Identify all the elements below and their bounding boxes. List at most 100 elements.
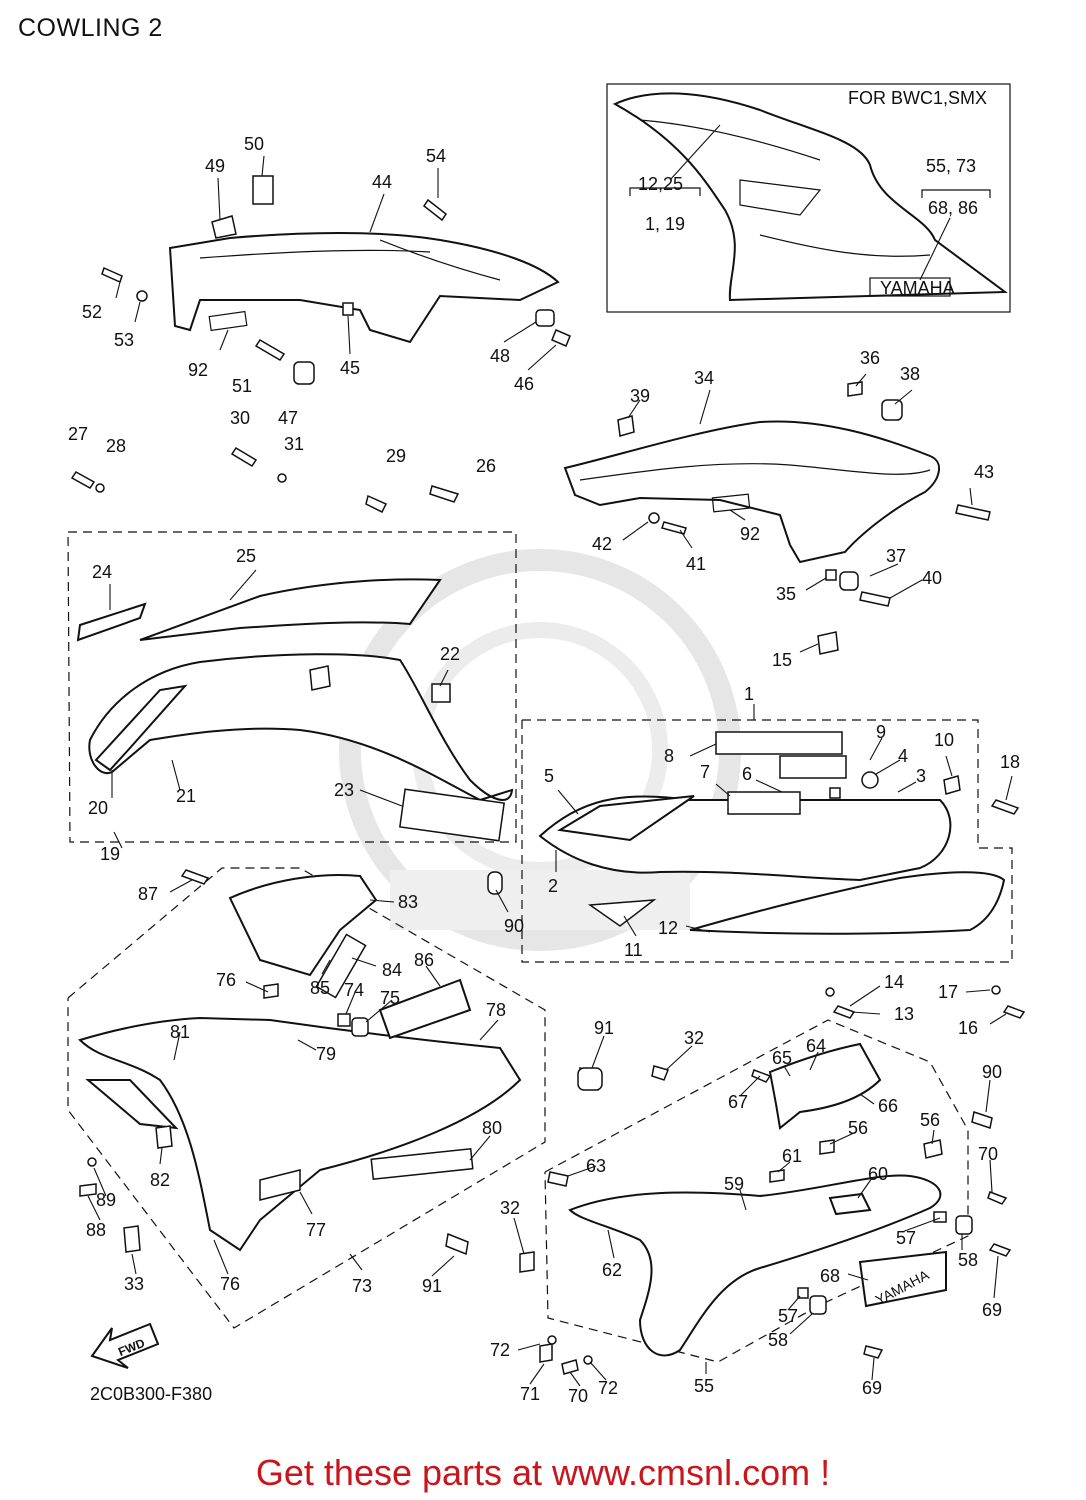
part-label: 34 [694, 368, 714, 388]
part-label: 59 [724, 1174, 744, 1194]
part-44-side-cover [168, 175, 560, 344]
part-label: 88 [86, 1220, 106, 1240]
inset-ref-a-bottom: 1, 19 [645, 214, 685, 234]
part-label: 26 [476, 456, 496, 476]
part-label: 5 [544, 766, 554, 786]
inset-caption: FOR BWC1,SMX [848, 88, 987, 108]
part-label: 69 [982, 1300, 1002, 1320]
part-label: 60 [868, 1164, 888, 1184]
part-label: 47 [278, 408, 298, 428]
part-label: 8 [664, 746, 674, 766]
part-label: 2 [548, 876, 558, 896]
part-label: 91 [422, 1276, 442, 1296]
part-19-front-cowl [76, 578, 514, 842]
part-label: 44 [372, 172, 392, 192]
part-label: 6 [742, 764, 752, 784]
part-label: 71 [520, 1384, 540, 1404]
part-label: 40 [922, 568, 942, 588]
part-label: 14 [884, 972, 904, 992]
part-label: 70 [568, 1386, 588, 1406]
part-label: 75 [380, 988, 400, 1008]
hardware-group-19 [70, 446, 460, 514]
part-label: 48 [490, 346, 510, 366]
part-label: 19 [100, 844, 120, 864]
part-label: 28 [106, 436, 126, 456]
part-label: 16 [958, 1018, 978, 1038]
assembly-box-1 [521, 719, 1013, 963]
part-label: 38 [900, 364, 920, 384]
part-label: 11 [624, 940, 643, 960]
part-label: 43 [974, 462, 994, 482]
part-label: 49 [205, 156, 225, 176]
part-label: 91 [594, 1018, 614, 1038]
part-label: 39 [630, 386, 650, 406]
part-label: 1 [744, 684, 754, 704]
part-label: 80 [482, 1118, 502, 1138]
part-label: 62 [602, 1260, 622, 1280]
inset-brand: YAMAHA [880, 278, 955, 298]
part-label: 46 [514, 374, 534, 394]
part-label: 58 [958, 1250, 978, 1270]
inset-panel: FOR BWC1,SMX 12,25 1, 19 55, 73 68, 86 Y… [606, 83, 1011, 313]
part-label: 15 [772, 650, 792, 670]
part-label: 67 [728, 1092, 748, 1112]
part-label: 42 [592, 534, 612, 554]
part-label: 69 [862, 1378, 882, 1398]
part-label: 25 [236, 546, 256, 566]
part-label: 17 [938, 982, 958, 1002]
part-label: 4 [898, 746, 908, 766]
part-label: 57 [896, 1228, 916, 1248]
part-label: 20 [88, 798, 108, 818]
part-label: 35 [776, 584, 796, 604]
fwd-arrow-icon: FWD [90, 1322, 160, 1369]
part-label: 23 [334, 780, 354, 800]
page-title: COWLING 2 [18, 14, 163, 42]
part-label: 70 [978, 1144, 998, 1164]
part-label: 90 [982, 1062, 1002, 1082]
part-label: 33 [124, 1274, 144, 1294]
diagram-code: 2C0B300-F380 [90, 1384, 212, 1404]
part-label: 89 [96, 1190, 116, 1210]
part-label: 29 [386, 446, 406, 466]
part-34-rear-cowl [563, 381, 991, 607]
part-label: 54 [426, 146, 446, 166]
part-label: 83 [398, 892, 418, 912]
part-label: 86 [414, 950, 434, 970]
part-label: 31 [284, 434, 304, 454]
part-label: 92 [188, 360, 208, 380]
inset-ref-a-top: 12,25 [638, 174, 683, 194]
part-label: 76 [220, 1274, 240, 1294]
part-label: 72 [598, 1378, 618, 1398]
assembly-box-73 [67, 867, 546, 1329]
part-label: 18 [1000, 752, 1020, 772]
part-label: 45 [340, 358, 360, 378]
footer-link-text[interactable]: Get these parts at www.cmsnl.com ! [255, 1452, 831, 1493]
part-label: 3 [916, 766, 926, 786]
inset-ref-b-top: 55, 73 [926, 156, 976, 176]
part-label: 55 [694, 1376, 714, 1396]
part-label: 7 [700, 762, 710, 782]
part-label: 84 [382, 960, 402, 980]
part-label: 77 [306, 1220, 326, 1240]
part-label: 32 [684, 1028, 704, 1048]
part-label: 30 [230, 408, 250, 428]
part-label: 12 [658, 918, 678, 938]
part-label: 61 [782, 1146, 802, 1166]
leader-lines [87, 155, 1013, 1387]
part-label: 41 [686, 554, 706, 574]
part-labels: 50 49 44 54 52 53 92 51 47 45 48 46 36 3… [68, 134, 1020, 1406]
part-label: 76 [216, 970, 236, 990]
part-label: 92 [740, 524, 760, 544]
hardware-group-top [101, 198, 571, 385]
part-1-side-panel [538, 631, 1026, 1019]
part-73-lower-cowl-left [78, 869, 522, 1256]
part-label: 65 [772, 1048, 792, 1068]
part-label: 24 [92, 562, 112, 582]
part-label: 85 [310, 978, 330, 998]
assembly-box-55 [544, 1019, 969, 1363]
part-label: 78 [486, 1000, 506, 1020]
assembly-box-19 [67, 531, 517, 843]
part-label: 53 [114, 330, 134, 350]
part-label: 51 [232, 376, 252, 396]
